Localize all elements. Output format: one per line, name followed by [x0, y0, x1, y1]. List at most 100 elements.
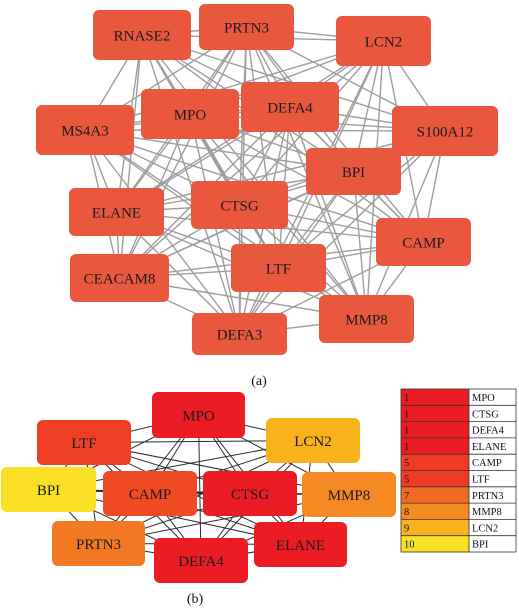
panel-a-edge: [245, 26, 425, 243]
legend-color-swatch: [401, 405, 469, 422]
panel-b-node-label: ELANE: [276, 538, 325, 554]
panel-a-node-label: DEFA4: [267, 101, 313, 117]
legend-row-camp: 5 CAMP: [401, 454, 516, 471]
legend-rank: 1: [404, 426, 409, 437]
panel-b-node-label: CAMP: [129, 487, 172, 503]
panel-b-node-label: LCN2: [294, 434, 332, 450]
panel-a-node-ceacam8: CEACAM8: [70, 254, 169, 302]
legend-row-defa4: 1 DEFA4: [401, 421, 516, 438]
legend-grid: [400, 388, 517, 553]
panel-b-node-label: BPI: [37, 483, 60, 499]
legend-rank: 1: [404, 442, 409, 453]
panel-a-node-label: PRTN3: [224, 21, 269, 37]
legend-rank: 9: [404, 523, 409, 534]
panel-b-node-ctsg: CTSG: [203, 471, 297, 516]
panel-a-node-label: S100A12: [417, 125, 474, 141]
legend-rank: 1: [404, 409, 409, 420]
legend-gene: DEFA4: [472, 426, 505, 437]
panel-a-node-label: CAMP: [402, 236, 445, 252]
panel-b-node-defa4: DEFA4: [154, 538, 248, 583]
panel-b-node-label: MMP8: [328, 488, 371, 504]
legend-color-swatch: [401, 486, 469, 504]
legend-rank: 7: [404, 491, 409, 502]
panel-b-node-ltf: LTF: [37, 420, 131, 465]
panel-a-caption: (a): [251, 374, 267, 389]
panel-a-node-mmp8: MMP8: [319, 295, 414, 343]
legend-color-swatch: [401, 421, 469, 438]
panel-a-node-label: MS4A3: [61, 124, 109, 140]
legend-rank: 5: [404, 458, 409, 469]
panel-a-node-label: CTSG: [220, 199, 259, 215]
panel-a-node-lcn2: LCN2: [336, 16, 431, 66]
panel-b-node-label: PRTN3: [76, 537, 121, 553]
legend-color-swatch: [401, 454, 469, 471]
legend-gene: LCN2: [472, 523, 498, 534]
legend-gene: BPI: [472, 540, 489, 551]
panel-b-node-label: CTSG: [231, 487, 270, 503]
panel-a-node-prtn3: PRTN3: [199, 4, 294, 50]
legend-gene: LTF: [472, 475, 490, 486]
panel-a-node-label: BPI: [342, 165, 365, 181]
panel-a-node-defa3: DEFA3: [192, 313, 287, 355]
legend-rank: 5: [404, 475, 409, 486]
panel-b-node-label: MPO: [182, 409, 215, 425]
legend-color-swatch: [401, 535, 469, 552]
panel-a-edge: [84, 40, 384, 131]
panel-b-node-elane: ELANE: [254, 522, 347, 567]
panel-a-node-rnase2: RNASE2: [93, 10, 191, 60]
legend-color-swatch: [401, 437, 469, 455]
panel-a-edge: [289, 106, 368, 320]
panel-a-node-label: LTF: [266, 262, 291, 278]
legend-row-ctsg: 1 CTSG: [401, 405, 516, 422]
legend-gene: MMP8: [472, 507, 502, 518]
panel-a-node-ctsg: CTSG: [191, 181, 288, 229]
panel-b-node-mpo: MPO: [152, 392, 245, 438]
legend-row-ltf: 5 LTF: [401, 470, 516, 487]
legend-gene: MPO: [472, 393, 495, 404]
panel-a-edge: [352, 171, 368, 320]
panel-a-edge: [239, 130, 446, 335]
panel-b-caption: (b): [187, 592, 204, 607]
legend-rank: 1: [404, 393, 409, 404]
legend-rank: 10: [404, 540, 415, 551]
panel-b-node-label: LTF: [71, 436, 96, 452]
panel-b-node-mmp8: MMP8: [302, 472, 396, 517]
panel-a-node-label: MPO: [174, 108, 207, 124]
legend-color-swatch: [401, 519, 469, 536]
panel-a-node-mpo: MPO: [141, 89, 239, 139]
panel-a-node-label: RNASE2: [114, 29, 171, 45]
legend-gene: ELANE: [472, 442, 506, 453]
panel-b-node-camp: CAMP: [103, 471, 197, 516]
panel-a-node-ms4a3: MS4A3: [36, 105, 134, 155]
panel-a-edge: [141, 34, 241, 335]
panel-a-node-label: ELANE: [92, 206, 141, 222]
legend-row-mpo: 1 MPO: [401, 389, 516, 406]
legend-row-lcn2: 9 LCN2: [401, 519, 516, 536]
panel-b-edge: [198, 414, 202, 561]
legend-color-swatch: [401, 503, 469, 520]
panel-a-edge: [119, 40, 384, 279]
legend-gene: CTSG: [472, 409, 499, 420]
panel-b-node-prtn3: PRTN3: [52, 521, 145, 566]
panel-a-node-label: DEFA3: [217, 328, 263, 344]
panel-a-node-defa4: DEFA4: [241, 82, 339, 132]
panel-a-edge: [116, 130, 446, 213]
panel-a-node-s100a12: S100A12: [392, 106, 498, 156]
panel-b-node-lcn2: LCN2: [266, 418, 360, 463]
legend-rank: 8: [404, 507, 409, 518]
legend-row-bpi: 10 BPI: [401, 535, 516, 552]
legend-color-swatch: [401, 389, 469, 406]
legend-gene: CAMP: [472, 458, 502, 469]
panel-a-node-label: MMP8: [345, 313, 388, 329]
legend-row-mmp8: 8 MMP8: [401, 503, 516, 520]
panel-a-node-camp: CAMP: [376, 218, 471, 266]
legend-color-swatch: [401, 470, 469, 487]
panel-a-edge: [118, 34, 143, 279]
